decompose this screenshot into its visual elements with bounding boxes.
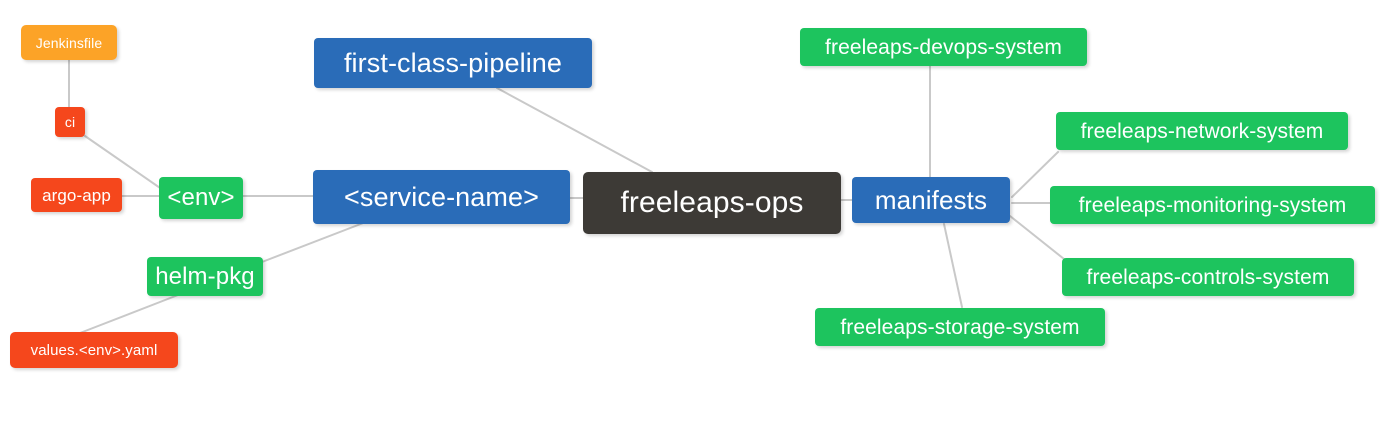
node-ci[interactable]: ci xyxy=(55,107,85,137)
node-label: freeleaps-storage-system xyxy=(840,315,1080,339)
node-freeleaps-devops-system[interactable]: freeleaps-devops-system xyxy=(800,28,1087,66)
node-freeleaps-network-system[interactable]: freeleaps-network-system xyxy=(1056,112,1348,150)
edge-manifests-storage xyxy=(943,223,963,308)
node-service-name[interactable]: <service-name> xyxy=(313,170,570,224)
node-label: argo-app xyxy=(42,185,111,205)
node-label: freeleaps-monitoring-system xyxy=(1078,193,1347,217)
edge-servicename-helmpkg xyxy=(261,219,372,263)
node-label: <service-name> xyxy=(344,181,539,212)
node-label: freeleaps-network-system xyxy=(1080,119,1324,143)
node-env[interactable]: <env> xyxy=(159,177,243,219)
node-jenkinsfile[interactable]: Jenkinsfile xyxy=(21,25,117,60)
node-freeleaps-monitoring-system[interactable]: freeleaps-monitoring-system xyxy=(1050,186,1375,224)
node-freeleaps-controls-system[interactable]: freeleaps-controls-system xyxy=(1062,258,1354,296)
node-label: helm-pkg xyxy=(155,262,255,290)
edge-pipeline-root xyxy=(496,87,653,173)
node-first-class-pipeline[interactable]: first-class-pipeline xyxy=(314,38,592,88)
node-freeleaps-ops[interactable]: freeleaps-ops xyxy=(583,172,841,234)
node-manifests[interactable]: manifests xyxy=(852,177,1010,223)
node-label: values.<env>.yaml xyxy=(30,341,158,359)
node-helm-pkg[interactable]: helm-pkg xyxy=(147,257,263,296)
node-label: freeleaps-devops-system xyxy=(825,35,1062,59)
node-label: freeleaps-ops xyxy=(620,186,804,219)
node-argo-app[interactable]: argo-app xyxy=(31,178,122,212)
node-label: freeleaps-controls-system xyxy=(1086,265,1330,289)
node-freeleaps-storage-system[interactable]: freeleaps-storage-system xyxy=(815,308,1105,346)
node-label: manifests xyxy=(874,185,988,215)
node-label: <env> xyxy=(167,184,235,211)
node-values-env-yaml[interactable]: values.<env>.yaml xyxy=(10,332,178,368)
node-label: first-class-pipeline xyxy=(343,47,563,78)
edge-helmpkg-valuesyaml xyxy=(79,294,179,334)
node-label: ci xyxy=(64,114,76,130)
node-label: Jenkinsfile xyxy=(35,34,103,51)
